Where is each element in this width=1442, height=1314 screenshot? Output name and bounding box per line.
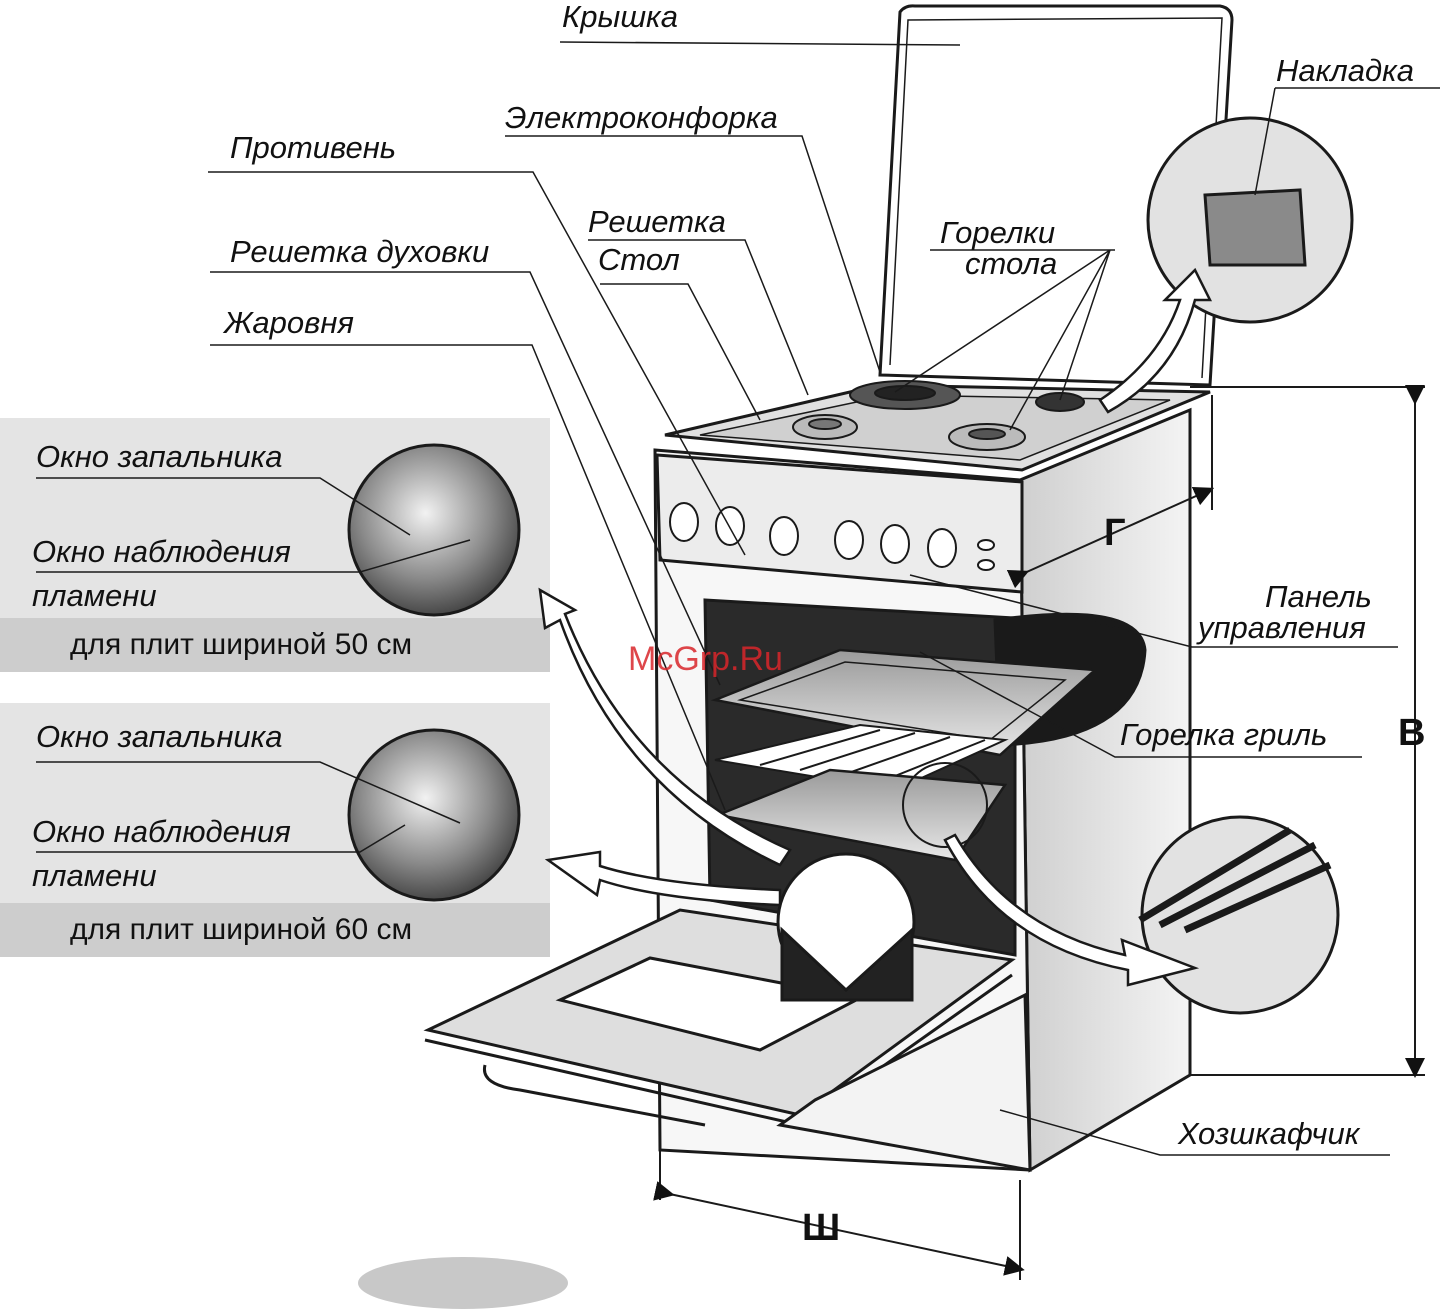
label-control-panel-line1: Панель <box>1265 579 1372 614</box>
label-table: Стол <box>598 242 680 277</box>
inset-60-ignition-window: Окно запальника <box>36 719 283 754</box>
lid-shape <box>878 4 1234 387</box>
inset-50-caption-bar <box>0 618 550 672</box>
control-panel-shape <box>655 453 1024 594</box>
inset-circles <box>347 116 1354 1015</box>
label-electric-hotplate: Электроконфорка <box>505 100 778 135</box>
inset-60-flame-window-line1: Окно наблюдения <box>32 814 291 849</box>
shadow <box>358 1257 568 1309</box>
label-control-panel-line2: управления <box>1198 610 1366 645</box>
dimension-width: Ш <box>802 1207 841 1249</box>
label-grid: Решетка <box>588 204 726 239</box>
inset-50-flame-window-line2: пламени <box>32 578 157 613</box>
inset-50-flame-window-line1: Окно наблюдения <box>32 534 291 569</box>
dimension-height: В <box>1398 712 1426 754</box>
dimension-depth: Г <box>1104 512 1126 554</box>
label-cover-plate: Накладка <box>1276 53 1415 88</box>
leader-lines <box>36 41 1440 1156</box>
inset-60-caption: для плит шириной 60 см <box>70 913 413 946</box>
watermark: McGrp.Ru <box>628 640 783 678</box>
burners <box>792 380 1085 451</box>
label-lid: Крышка <box>562 0 678 34</box>
label-table-burners-line1: Горелки <box>940 215 1056 250</box>
inset-50-ignition-window: Окно запальника <box>36 439 283 474</box>
label-baking-tray: Противень <box>230 130 397 165</box>
dimension-lines <box>653 385 1425 1280</box>
label-storage-drawer: Хозшкафчик <box>1178 1116 1360 1151</box>
label-table-burners-line2: стола <box>965 246 1058 281</box>
storage-drawer-shape <box>776 992 1032 1172</box>
curved-arrows <box>538 267 1213 987</box>
inset-50-caption: для плит шириной 50 см <box>70 628 413 661</box>
roasting-pan-shape <box>713 768 1008 862</box>
label-oven-grid: Решетка духовки <box>230 234 490 269</box>
label-grill-burner: Горелка гриль <box>1120 717 1328 752</box>
label-roasting-pan: Жаровня <box>224 305 354 340</box>
inset-60-flame-window-line2: пламени <box>32 858 157 893</box>
inset-60-caption-bar <box>0 903 550 957</box>
